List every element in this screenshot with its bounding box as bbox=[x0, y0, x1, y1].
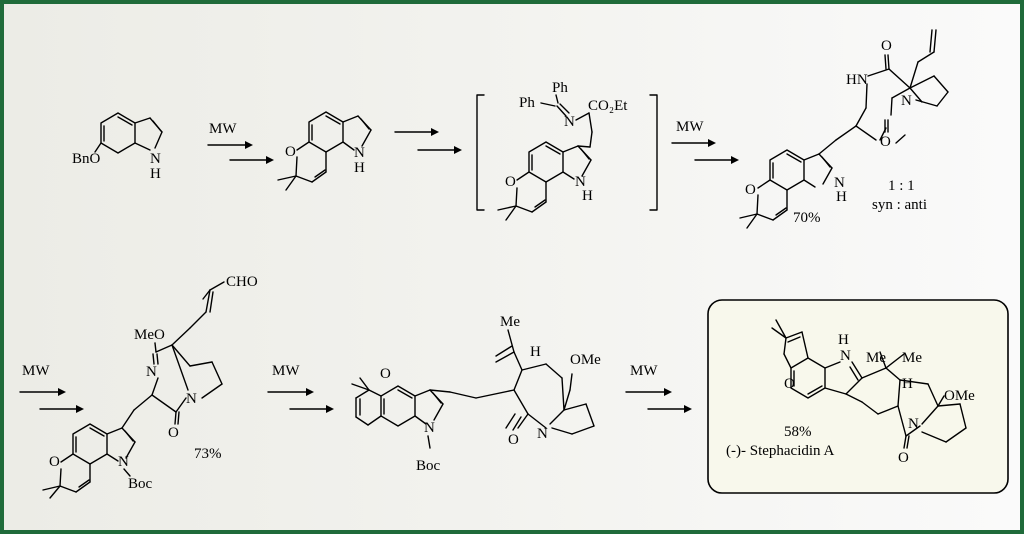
cho-label: CHO bbox=[226, 274, 258, 290]
me-label-2: Me bbox=[866, 350, 886, 366]
compound-stephacidin-a: O N H Me Me H O N OMe 58% (-)- Step bbox=[726, 319, 975, 466]
h-label-2: H bbox=[902, 376, 913, 392]
arrow-step-5: MW bbox=[267, 363, 334, 413]
nh-n-label-3: N bbox=[575, 174, 586, 190]
pyran-o-label-6: O bbox=[784, 376, 795, 392]
lactam-n-label: N bbox=[537, 426, 548, 442]
arrow-step-6: MW bbox=[625, 363, 692, 413]
ratio-label: 1 : 1 bbox=[888, 178, 915, 194]
syn-anti-label: syn : anti bbox=[872, 197, 927, 213]
yield-label-1: 70% bbox=[793, 210, 821, 226]
compound-pyranoindole: O N H bbox=[277, 111, 372, 191]
meo-label: MeO bbox=[134, 327, 165, 343]
ph-label-left: Ph bbox=[519, 95, 535, 111]
nh-n-label-4: N bbox=[834, 175, 845, 191]
lactam-o-label: O bbox=[508, 432, 519, 448]
arrow-step-3: MW bbox=[671, 119, 739, 164]
ome-label-1: OMe bbox=[570, 352, 601, 368]
compound-diketopiperazine: O N H HN O N O 1 : 1 syn : a bbox=[739, 29, 949, 229]
pyrrolidine-n-label: N bbox=[186, 391, 197, 407]
pyran-o-label-3: O bbox=[745, 182, 756, 198]
bno-label: BnO bbox=[72, 151, 101, 167]
indole-n-label-7: N bbox=[840, 348, 851, 364]
ph-label-top: Ph bbox=[552, 80, 568, 96]
co2et-label: CO₂Et bbox=[588, 98, 628, 114]
bracketed-intermediate: Ph Ph N CO₂Et O N H bbox=[476, 80, 658, 221]
yield-label-3: 58% bbox=[784, 424, 812, 440]
nh-h-label-4: H bbox=[836, 189, 847, 205]
dkp-o-top: O bbox=[881, 38, 892, 54]
dkp-n-label: N bbox=[901, 93, 912, 109]
indole-n-label-5: N bbox=[118, 454, 129, 470]
imine-n-label: N bbox=[564, 114, 575, 130]
compound-bicyclo: O N Boc O N OMe Me H bbox=[351, 314, 601, 474]
nh-n-label: N bbox=[150, 151, 161, 167]
arrow-step-4: MW bbox=[19, 363, 84, 413]
nh-h-label-3: H bbox=[582, 188, 593, 204]
dkp-o-bottom: O bbox=[880, 134, 891, 150]
amide-o-label: O bbox=[168, 425, 179, 441]
nh-h-label-7: H bbox=[838, 332, 849, 348]
hn-label: HN bbox=[846, 72, 868, 88]
mw-label-2: MW bbox=[676, 119, 704, 135]
pyran-o-label: O bbox=[285, 144, 296, 160]
product-name-label: (-)- Stephacidin A bbox=[726, 443, 834, 459]
pyran-o-label-4: O bbox=[49, 454, 60, 470]
arrow-step-1: MW bbox=[207, 121, 274, 164]
product-box bbox=[707, 299, 1009, 494]
mw-label-1: MW bbox=[209, 121, 237, 137]
mw-label-4: MW bbox=[272, 363, 300, 379]
nh-h-label-2: H bbox=[354, 160, 365, 176]
yield-label-2: 73% bbox=[194, 446, 222, 462]
me-label-3: Me bbox=[902, 350, 922, 366]
mw-label-3: MW bbox=[22, 363, 50, 379]
mw-label-5: MW bbox=[630, 363, 658, 379]
pyran-o-label-5: O bbox=[380, 366, 391, 382]
stephacidin-n-label: N bbox=[908, 416, 919, 432]
nh-h-label: H bbox=[150, 166, 161, 182]
h-label-1: H bbox=[530, 344, 541, 360]
stephacidin-o-label: O bbox=[898, 450, 909, 466]
pyran-o-label-2: O bbox=[505, 174, 516, 190]
compound-benzyloxyindole: BnO N H bbox=[72, 112, 163, 182]
arrow-step-2 bbox=[394, 128, 462, 154]
me-label-1: Me bbox=[500, 314, 520, 330]
ome-label-2: OMe bbox=[944, 388, 975, 404]
compound-aldehyde: CHO MeO N N O bbox=[42, 274, 258, 499]
boc-label-1: Boc bbox=[128, 476, 153, 492]
imidate-n-label: N bbox=[146, 364, 157, 380]
boc-label-2: Boc bbox=[416, 458, 441, 474]
nh-n-label-2: N bbox=[354, 145, 365, 161]
indole-n-label-6: N bbox=[424, 420, 435, 436]
